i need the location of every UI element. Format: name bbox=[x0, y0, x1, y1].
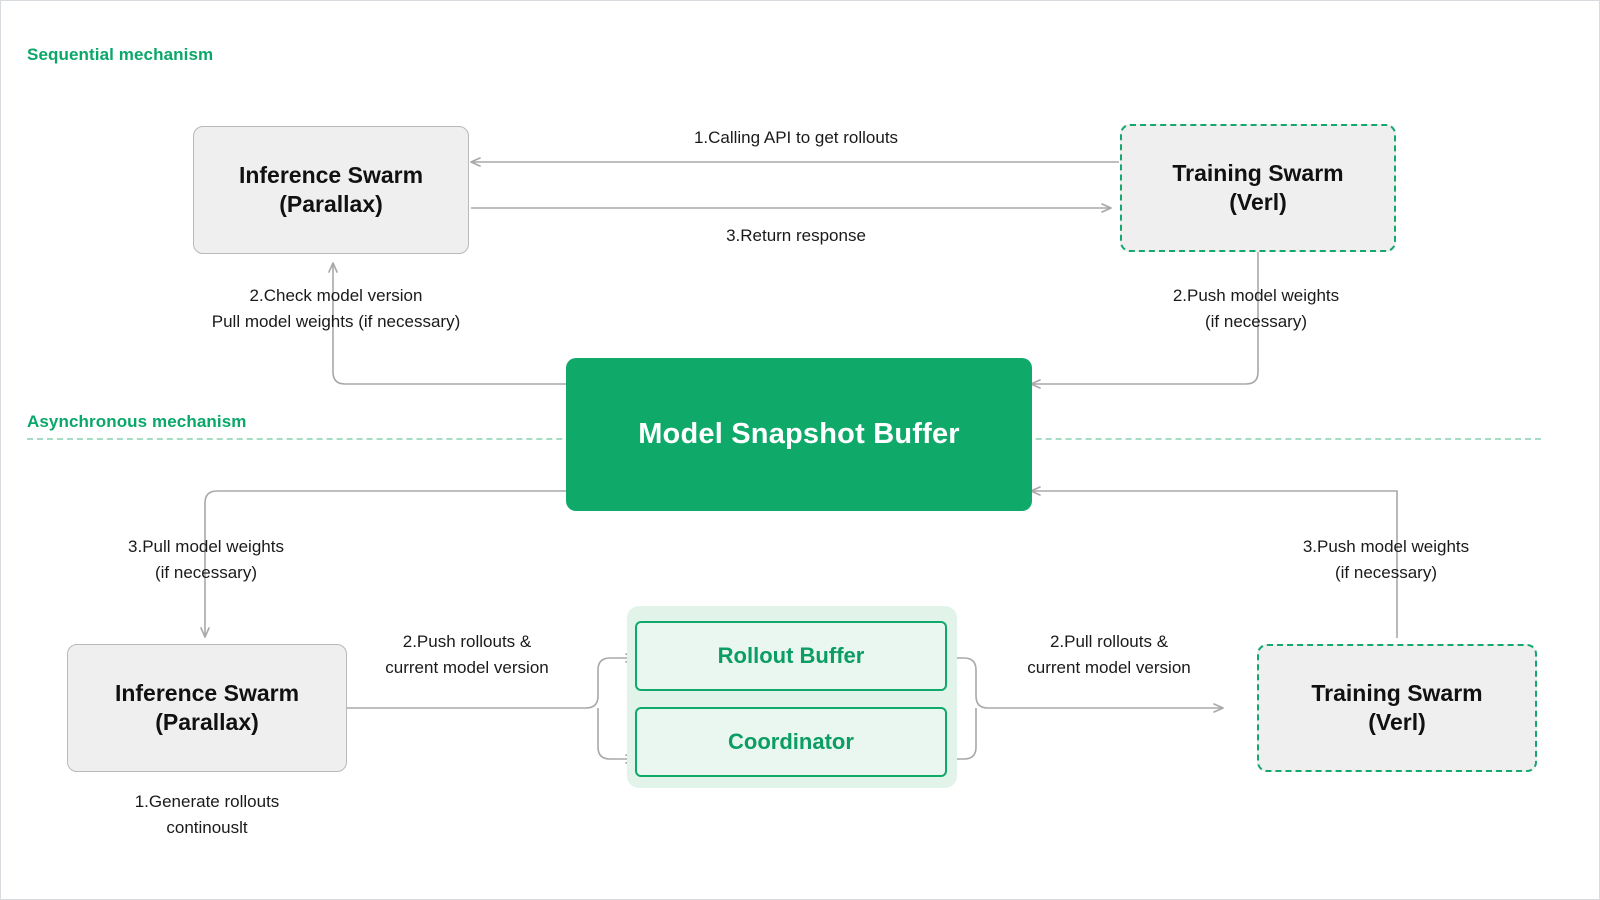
node-inference-swarm-async-text: Inference Swarm (Parallax) bbox=[115, 679, 299, 737]
node-label-line1: Training Swarm bbox=[1311, 680, 1483, 707]
node-training-swarm-async[interactable]: Training Swarm (Verl) bbox=[1257, 644, 1537, 772]
section-title-asynchronous: Asynchronous mechanism bbox=[27, 412, 247, 431]
section-title-sequential: Sequential mechanism bbox=[27, 45, 214, 64]
node-label-line2: (Verl) bbox=[1229, 189, 1287, 215]
node-inference-swarm-sequential[interactable]: Inference Swarm (Parallax) bbox=[193, 126, 469, 254]
edge-label-generate-rollouts: 1.Generate rollouts continouslt bbox=[134, 792, 280, 838]
edge-label-pull-model-weights-async: 3.Pull model weights (if necessary) bbox=[128, 537, 284, 583]
node-label-line1: Inference Swarm bbox=[114, 680, 300, 707]
edge-label-push-rollouts: 2.Push rollouts & current model version bbox=[385, 632, 549, 678]
node-label-line2: (Parallax) bbox=[279, 191, 383, 217]
node-inference-swarm-sequential-text: Inference Swarm (Parallax) bbox=[239, 161, 423, 219]
edge-label-check-model-version: 2.Check model version Pull model weights… bbox=[211, 286, 461, 332]
node-training-swarm-sequential[interactable]: Training Swarm (Verl) bbox=[1120, 124, 1396, 252]
edge-label-pull-rollouts: 2.Pull rollouts & current model version bbox=[1027, 632, 1191, 678]
node-training-swarm-async-text: Training Swarm (Verl) bbox=[1311, 679, 1482, 737]
node-model-snapshot-buffer[interactable]: Model Snapshot Buffer bbox=[566, 358, 1032, 511]
node-label-line2: (Parallax) bbox=[155, 709, 259, 735]
node-inference-swarm-async[interactable]: Inference Swarm (Parallax) bbox=[67, 644, 347, 772]
edge-label-push-model-weights-async: 3.Push model weights (if necessary) bbox=[1302, 537, 1470, 583]
node-coordinator[interactable]: Coordinator bbox=[635, 707, 947, 777]
node-rollout-buffer-label: Rollout Buffer bbox=[717, 643, 865, 668]
edge-label-return-response: 3.Return response bbox=[726, 226, 866, 245]
node-training-swarm-sequential-text: Training Swarm (Verl) bbox=[1172, 159, 1343, 217]
node-label-line2: (Verl) bbox=[1368, 709, 1426, 735]
node-model-snapshot-buffer-label: Model Snapshot Buffer bbox=[638, 418, 960, 450]
edge-label-calling-api: 1.Calling API to get rollouts bbox=[693, 128, 899, 147]
node-label-line1: Inference Swarm bbox=[238, 162, 424, 189]
node-label-line1: Training Swarm bbox=[1172, 160, 1344, 187]
edge-label-push-model-weights-sequential: 2.Push model weights (if necessary) bbox=[1172, 286, 1340, 332]
node-rollout-buffer[interactable]: Rollout Buffer bbox=[635, 621, 947, 691]
node-coordinator-label: Coordinator bbox=[728, 729, 854, 754]
